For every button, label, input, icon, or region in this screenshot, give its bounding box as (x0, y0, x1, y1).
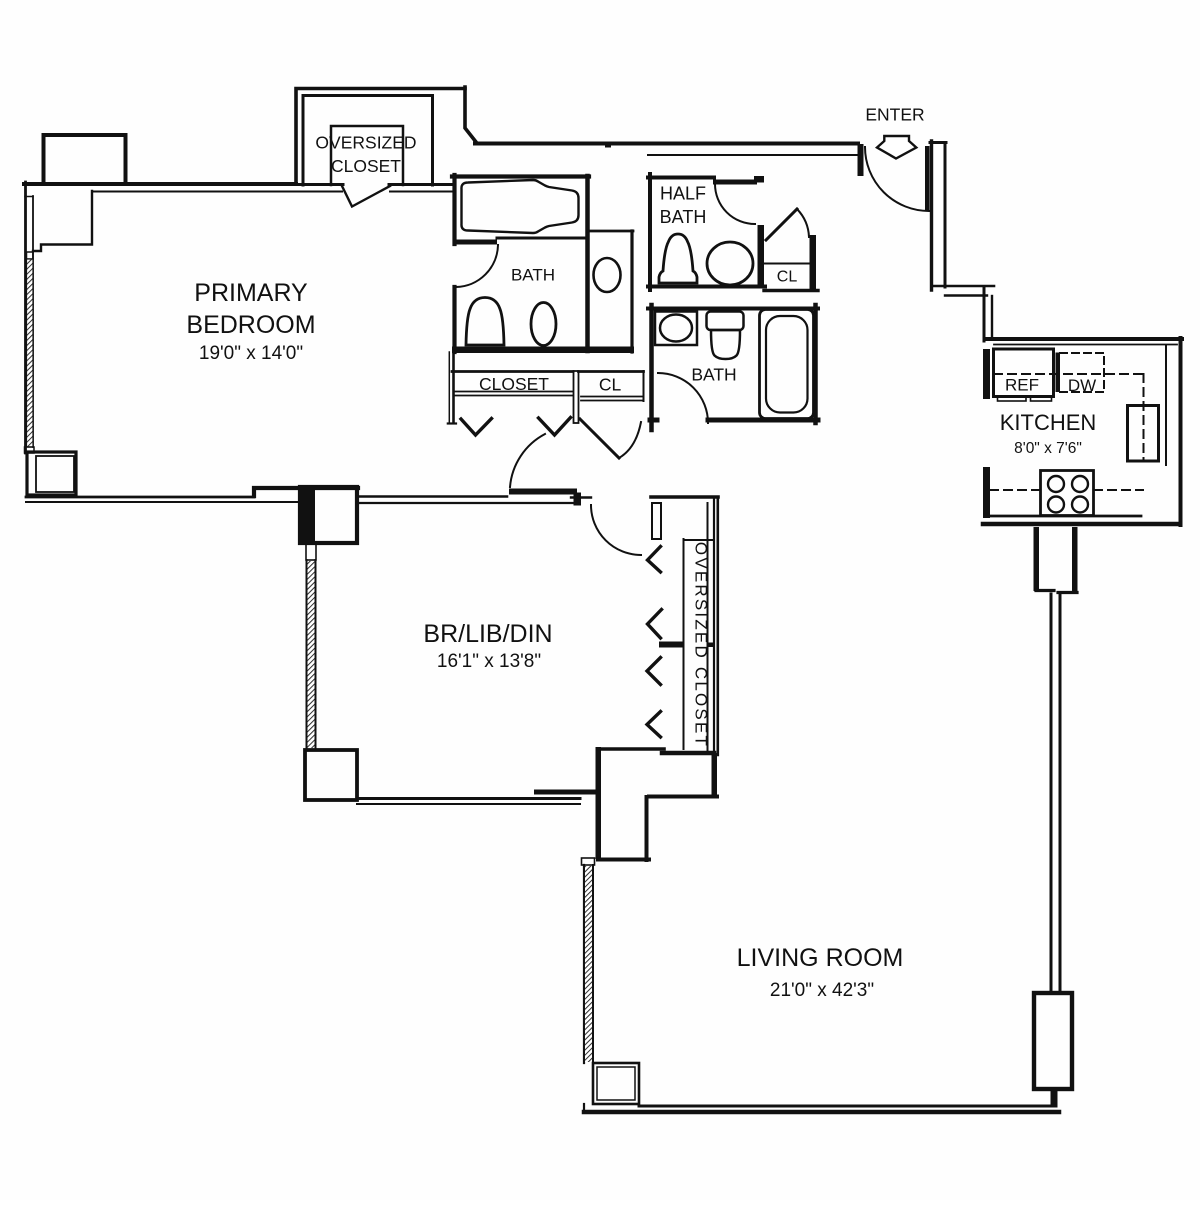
svg-text:OVERSIZED CLOSET: OVERSIZED CLOSET (692, 542, 711, 748)
svg-text:19'0" x 14'0": 19'0" x 14'0" (199, 343, 303, 364)
svg-text:HALF: HALF (660, 184, 706, 204)
svg-text:REF: REF (1005, 376, 1039, 395)
svg-text:BATH: BATH (660, 207, 707, 227)
svg-text:PRIMARY: PRIMARY (194, 279, 308, 307)
svg-text:DW: DW (1068, 376, 1096, 395)
svg-text:KITCHEN: KITCHEN (1000, 410, 1097, 435)
svg-text:CLOSET: CLOSET (479, 374, 549, 394)
svg-text:BEDROOM: BEDROOM (186, 311, 315, 339)
svg-text:OVERSIZED: OVERSIZED (315, 133, 416, 153)
svg-text:BR/LIB/DIN: BR/LIB/DIN (423, 620, 552, 648)
svg-text:16'1" x 13'8": 16'1" x 13'8" (437, 651, 541, 672)
svg-text:CL: CL (599, 375, 622, 395)
svg-text:BATH: BATH (691, 365, 736, 385)
svg-text:CLOSET: CLOSET (331, 156, 401, 176)
svg-text:CL: CL (777, 269, 798, 286)
svg-text:LIVING ROOM: LIVING ROOM (737, 944, 904, 972)
svg-text:8'0" x 7'6": 8'0" x 7'6" (1014, 440, 1082, 457)
svg-text:BATH: BATH (511, 266, 555, 285)
svg-text:ENTER: ENTER (865, 105, 924, 125)
svg-text:21'0" x 42'3": 21'0" x 42'3" (770, 980, 874, 1001)
